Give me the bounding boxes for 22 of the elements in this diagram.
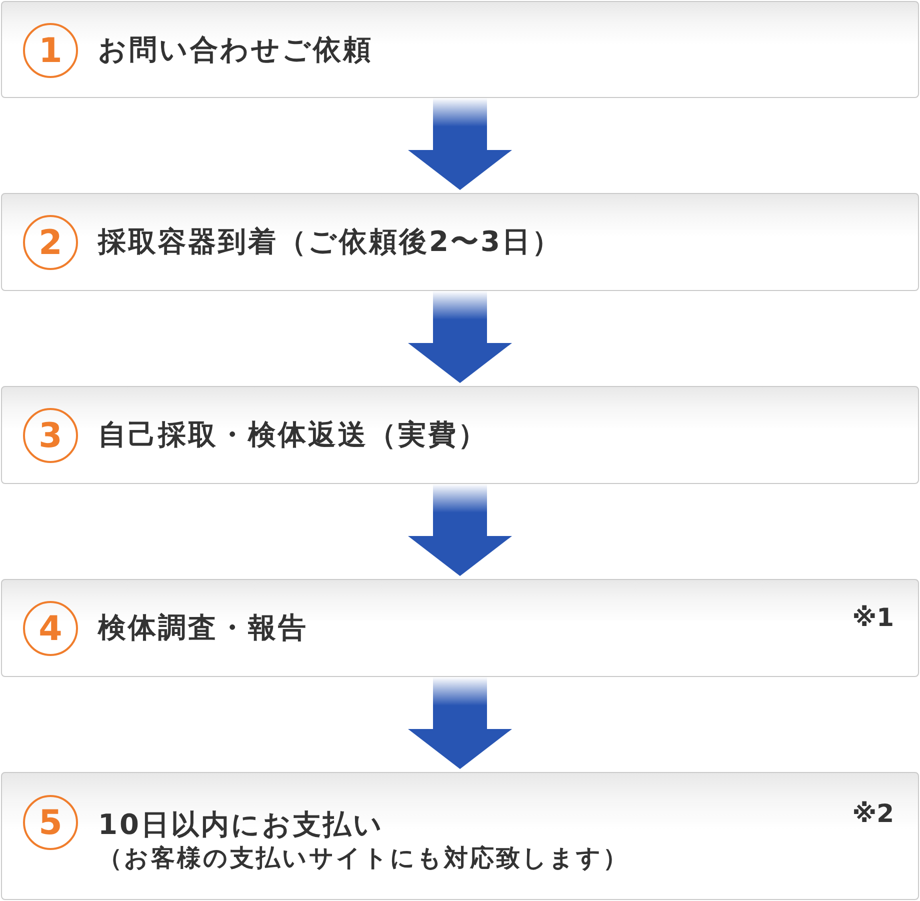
down-arrow (408, 291, 512, 383)
step-title: お問い合わせご依頼 (98, 33, 373, 67)
step-title: 採取容器到着（ご依頼後2〜3日） (98, 225, 562, 259)
step-card (1, 772, 919, 900)
step-number: 4 (23, 601, 78, 656)
step-title: 自己採取・検体返送（実費） (98, 418, 488, 452)
step-card (1, 1, 919, 98)
step-card (1, 386, 919, 484)
down-arrow (408, 484, 512, 576)
step-card (1, 193, 919, 291)
footnote-mark: ※1 (852, 603, 894, 633)
step-number: 2 (23, 215, 78, 270)
step-title: 10日以内にお支払い (98, 808, 384, 842)
step-note: （お客様の支払いサイトにも対応致します） (98, 843, 629, 873)
step-number: 3 (23, 408, 78, 463)
step-number: 1 (23, 23, 78, 78)
footnote-mark: ※2 (852, 799, 894, 829)
step-title: 検体調査・報告 (98, 611, 308, 645)
down-arrow (408, 677, 512, 769)
down-arrow (408, 98, 512, 190)
step-number: 5 (23, 795, 78, 850)
step-card (1, 579, 919, 677)
